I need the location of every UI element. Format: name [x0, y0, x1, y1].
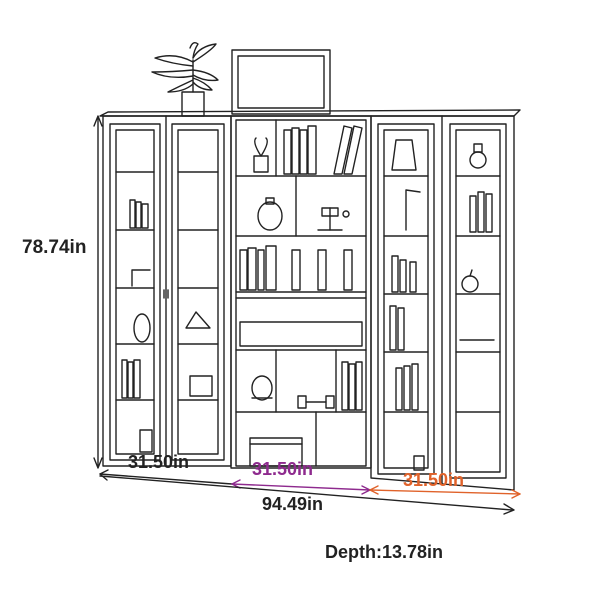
plant-icon-shelf: [253, 137, 269, 173]
ornament-icon: [317, 207, 350, 231]
total-width-label: 94.49in: [262, 494, 324, 514]
dumbbell-icon: [297, 395, 335, 409]
height-dimension-line: [93, 115, 103, 469]
decor-icon-lower: [251, 375, 273, 401]
total-width-dimension-line: [99, 475, 515, 515]
right-width-dimension-line: [369, 485, 521, 499]
glass-door-cabinet-right: [370, 115, 515, 491]
middle-width-label: 31.50in: [252, 459, 314, 479]
right-width-label: 31.50in: [403, 470, 465, 490]
left-width-dimension-line: [99, 469, 233, 485]
picture-frame-icon: [231, 49, 331, 115]
cabinet-top-outline: [99, 109, 521, 117]
height-label: 78.74in: [22, 237, 87, 258]
vase-icon: [257, 197, 283, 231]
glass-door-cabinet-left: [102, 115, 232, 467]
potted-plant-icon: [151, 41, 219, 117]
depth-label: Depth:13.78in: [325, 542, 444, 562]
storage-basket-icon: [249, 437, 303, 467]
left-width-label: 31.50in: [128, 452, 190, 472]
open-bookshelf-middle: [230, 115, 372, 469]
